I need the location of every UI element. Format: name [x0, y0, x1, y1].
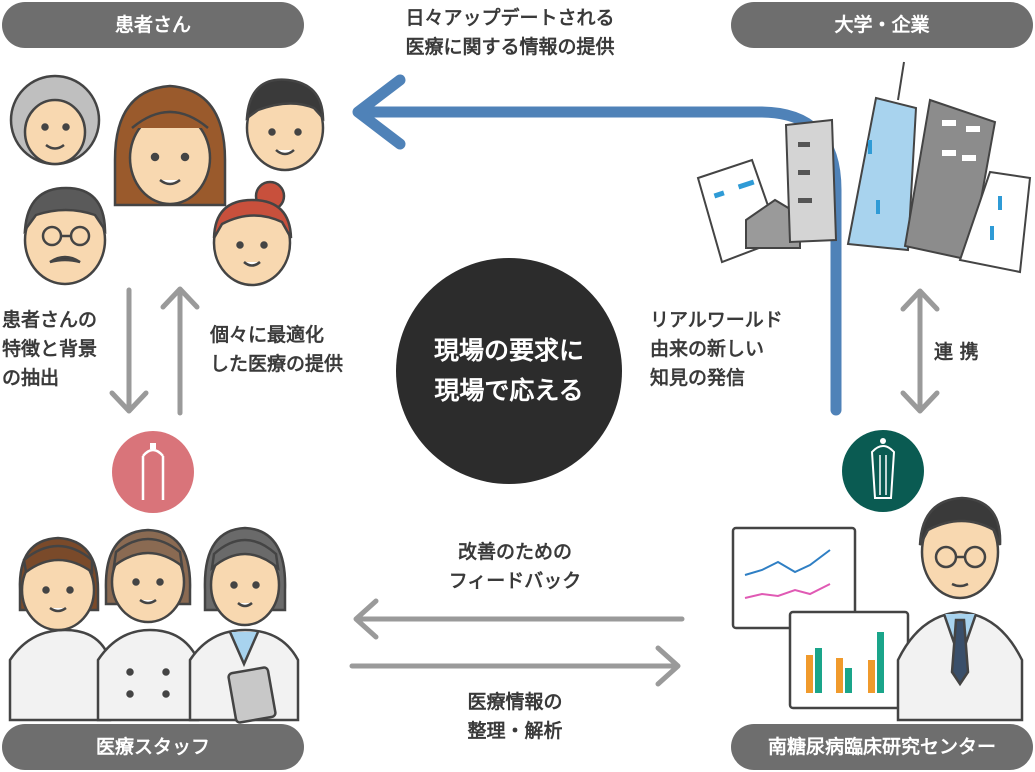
- nurse-1-icon: [8, 536, 112, 722]
- right-middle-line-1: リアルワールド: [650, 309, 783, 331]
- analysis-arrow: [349, 645, 681, 687]
- right-middle-line-3: 知見の発信: [650, 367, 746, 389]
- patient-woman-icon: [113, 84, 227, 207]
- analysis-line-2: 整理・解析: [467, 720, 563, 742]
- patient-young-man-icon: [245, 78, 325, 172]
- center-text-line-2: 現場で応える: [434, 376, 584, 405]
- feedback-arrow: [353, 598, 685, 640]
- analysis-caption: 医療情報の 整理・解析: [420, 688, 610, 746]
- right-middle-line-2: 由来の新しい: [650, 338, 765, 360]
- feedback-line-2: フィードバック: [448, 570, 582, 592]
- left-down-caption: 患者さんの 特徴と背景 の抽出: [2, 306, 97, 393]
- patients-label: 患者さん: [2, 2, 304, 48]
- nurse-3-icon: [188, 526, 300, 724]
- left-down-line-2: 特徴と背景: [2, 338, 98, 360]
- doctor-icon: [896, 496, 1024, 722]
- feedback-caption: 改善のための フィードバック: [420, 538, 610, 596]
- right-middle-caption: リアルワールド 由来の新しい 知見の発信: [650, 306, 783, 393]
- link-caption: 連 携: [934, 341, 979, 363]
- research-center-label: 南糖尿病臨床研究センター: [731, 724, 1033, 770]
- nurse-2-icon: [96, 528, 200, 722]
- feedback-line-1: 改善のための: [457, 541, 572, 563]
- left-up-arrow: [160, 286, 200, 416]
- bar-chart-board-icon: [788, 610, 910, 710]
- university-label: 大学・企業: [731, 2, 1033, 48]
- medical-staff-label: 医療スタッフ: [2, 724, 304, 770]
- patient-girl-icon: [212, 180, 293, 287]
- analysis-line-1: 医療情報の: [467, 691, 563, 713]
- left-down-arrow: [109, 287, 149, 414]
- left-down-line-1: 患者さんの: [2, 309, 98, 331]
- patient-older-man-icon: [23, 186, 107, 286]
- top-arrow-caption: 日々アップデートされる 医療に関する情報の提供: [385, 4, 635, 62]
- university-buildings-icon: [696, 61, 1032, 274]
- top-caption-line-2: 医療に関する情報の提供: [405, 36, 615, 58]
- left-up-line-2: した医療の提供: [210, 353, 344, 375]
- center-text-line-1: 現場の要求に: [433, 336, 584, 365]
- center-circle: 現場の要求に 現場で応える: [396, 258, 622, 484]
- top-caption-line-1: 日々アップデートされる: [405, 7, 615, 29]
- teal-logo-icon: [842, 430, 924, 512]
- left-up-caption: 個々に最適化 した医療の提供: [210, 321, 343, 379]
- left-down-line-3: の抽出: [2, 367, 60, 389]
- patient-grandmother-icon: [9, 74, 101, 166]
- pink-logo-icon: [112, 431, 194, 513]
- link-double-arrow: [900, 288, 940, 414]
- left-up-line-1: 個々に最適化: [210, 324, 325, 346]
